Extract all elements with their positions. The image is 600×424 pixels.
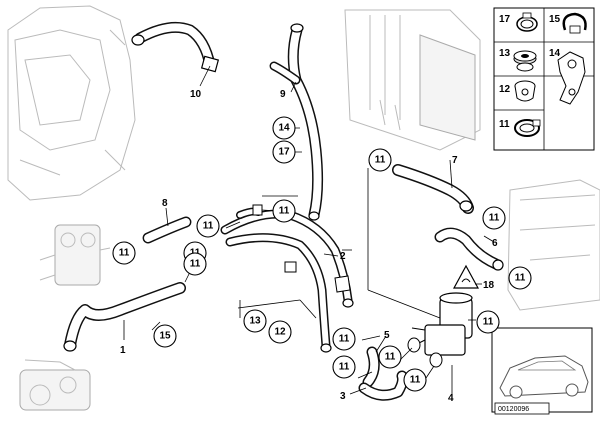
part-label-8: 8	[162, 198, 168, 209]
callout-11-l: 11	[403, 368, 427, 392]
callout-11-n: 11	[183, 252, 207, 276]
callout-11-i-label: 11	[339, 334, 350, 345]
part-label-7: 7	[452, 155, 458, 166]
engine-block-illustration	[7, 5, 136, 201]
hose-clamp-11-icon	[514, 119, 541, 137]
part-label-10: 10	[190, 89, 202, 100]
water-valve-assembly	[407, 292, 473, 368]
part-label-2: 2	[340, 251, 346, 262]
warning-triangle-icon	[452, 264, 480, 289]
hose-10	[131, 21, 220, 73]
part-label-9: 9	[280, 89, 286, 100]
callout-11-j-label: 11	[339, 362, 350, 373]
callout-11-i: 11	[332, 327, 356, 351]
part-label-6: 6	[492, 238, 498, 249]
callout-11-d: 11	[112, 241, 136, 265]
legend-17-label: 17	[499, 14, 511, 25]
hose-2	[220, 204, 354, 353]
hose-7	[392, 164, 474, 214]
expansion-tank-illustration	[507, 179, 600, 311]
legend-15-label: 15	[549, 14, 561, 25]
callout-13-label: 13	[249, 316, 261, 327]
callout-11-h: 11	[476, 310, 500, 334]
hose-3	[358, 370, 408, 401]
callout-11-f-label: 11	[489, 213, 500, 224]
part-label-3: 3	[340, 391, 346, 402]
hose-clamp-15-icon	[562, 12, 587, 34]
callout-11-a-label: 11	[375, 155, 386, 166]
callout-11-c-label: 11	[203, 221, 214, 232]
callout-11-h-label: 11	[483, 317, 494, 328]
part-label-5: 5	[384, 330, 390, 341]
hose-6	[434, 227, 504, 271]
part-label-18: 18	[483, 280, 495, 291]
callout-11-l-label: 11	[410, 375, 421, 386]
callout-11-g: 11	[508, 266, 532, 290]
callout-11-j: 11	[332, 355, 356, 379]
callout-11-b-label: 11	[279, 206, 290, 217]
callout-11-f: 11	[482, 206, 506, 230]
callout-11-b: 11	[272, 199, 296, 223]
heater-core-illustration	[344, 9, 481, 151]
legend-13-label: 13	[499, 48, 511, 59]
callout-11-g-label: 11	[515, 273, 526, 284]
water-pump-illustration	[19, 359, 91, 411]
legend-14-label: 14	[549, 48, 561, 59]
vehicle-thumbnail: 00120096	[491, 327, 593, 415]
grommet-13-icon	[513, 50, 537, 72]
hose-5	[362, 346, 380, 388]
diagram-reference-code: 00120096	[498, 406, 529, 413]
part-label-4: 4	[448, 393, 454, 404]
callout-11-a: 11	[368, 148, 392, 172]
part-number-labels: 10 9 8 2 1 3 4 5 6 7 18	[120, 89, 498, 404]
callout-14-label: 14	[278, 123, 290, 134]
callout-15-label: 15	[159, 331, 171, 342]
callout-17-label: 17	[278, 147, 290, 158]
callout-11-d-label: 11	[119, 248, 130, 259]
legend-12-label: 12	[499, 84, 511, 95]
callout-11-k-label: 11	[385, 352, 396, 363]
callout-17: 17	[272, 140, 296, 164]
callout-12: 12	[268, 320, 292, 344]
hose-8	[142, 216, 192, 244]
small-parts-legend: 17 15 13 14 12 11	[493, 7, 595, 151]
callout-13: 13	[243, 309, 267, 333]
bracket-14-icon	[557, 51, 586, 105]
hose-1	[63, 282, 186, 352]
legend-11-label: 11	[499, 119, 510, 130]
auxiliary-valve-illustration	[39, 224, 111, 286]
callout-12-label: 12	[274, 327, 286, 338]
callout-14: 14	[272, 116, 296, 140]
callout-11-k: 11	[378, 345, 402, 369]
hose-clamp-17-icon	[516, 12, 538, 32]
hose-9	[269, 23, 324, 221]
thermostat-12-icon	[514, 80, 536, 102]
callout-11-c: 11	[196, 214, 220, 238]
callout-11-n-label: 11	[190, 259, 201, 270]
part-label-1: 1	[120, 345, 126, 356]
callout-15: 15	[153, 324, 177, 348]
